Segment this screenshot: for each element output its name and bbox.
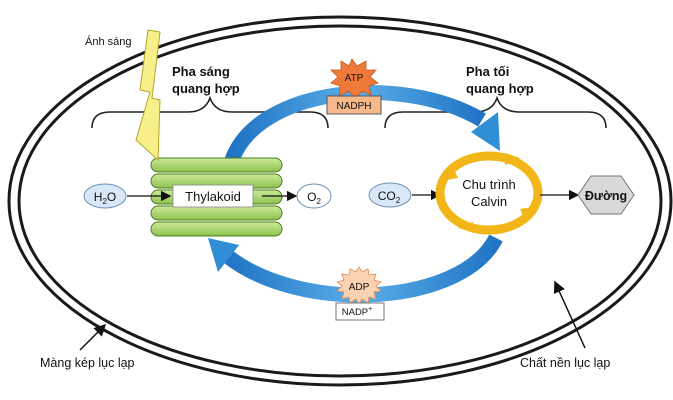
light-phase-brace bbox=[91, 95, 329, 129]
h2o-molecule bbox=[83, 183, 127, 209]
nadp-box bbox=[335, 302, 385, 321]
top-cycle-arrowhead bbox=[471, 112, 500, 151]
bottom-cycle-arrow bbox=[221, 234, 503, 303]
light-label: Ánh sáng bbox=[85, 35, 131, 48]
atp-label: ATP bbox=[345, 73, 364, 84]
o2-molecule bbox=[296, 183, 332, 209]
thylakoid-label-box bbox=[172, 184, 254, 208]
outer-membrane bbox=[7, 15, 673, 387]
nadp-label: NADP+ bbox=[342, 306, 373, 318]
light-phase-line1: Pha sáng bbox=[172, 64, 230, 79]
top-cycle-arrow bbox=[224, 85, 486, 163]
membrane-pointer bbox=[79, 323, 107, 351]
nadph-label: NADPH bbox=[336, 101, 371, 112]
stroma-label: Chất nền lục lạp bbox=[520, 356, 610, 370]
thylakoid-label: Thylakoid bbox=[185, 189, 241, 204]
dark-phase-line1: Pha tối bbox=[466, 64, 509, 79]
co2-molecule bbox=[368, 182, 412, 208]
dark-phase-brace bbox=[384, 95, 607, 129]
sugar-label: Đường bbox=[585, 189, 627, 203]
co2-label: CO2 bbox=[378, 189, 401, 205]
h2o-label: H2O bbox=[94, 190, 116, 206]
dark-phase-line2: quang hợp bbox=[466, 81, 534, 96]
inner-membrane bbox=[17, 24, 663, 378]
nadph-box bbox=[326, 95, 382, 115]
lightning-bolt-icon bbox=[135, 29, 161, 162]
calvin-label-line2: Calvin bbox=[471, 194, 507, 209]
membrane-label: Màng kép lục lạp bbox=[40, 356, 135, 370]
sugar-hexagon bbox=[577, 175, 635, 215]
light-phase-line2: quang hợp bbox=[172, 81, 240, 96]
calvin-cycle-ring bbox=[435, 151, 543, 235]
bottom-cycle-arrowhead bbox=[208, 238, 239, 272]
calvin-label-line1: Chu trình bbox=[462, 177, 515, 192]
adp-label: ADP bbox=[349, 282, 370, 293]
stroma-pointer bbox=[553, 280, 586, 349]
o2-label: O2 bbox=[307, 190, 321, 206]
